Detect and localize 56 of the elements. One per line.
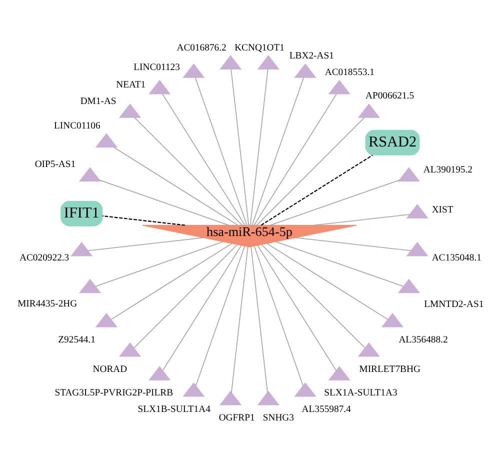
connector [230, 68, 250, 226]
node-label: SLX1B-SULT1A4 [138, 404, 210, 416]
connector [194, 77, 248, 226]
connector [261, 244, 366, 348]
node-label: AC020922.3 [20, 252, 70, 264]
node-label: AC018553.1 [324, 67, 374, 78]
connector [313, 214, 410, 226]
node-label: OIP5-AS1 [34, 159, 76, 170]
connector [275, 241, 404, 287]
connector [257, 245, 337, 371]
node-label: LBX2-AS1 [289, 50, 334, 62]
connector [250, 68, 268, 226]
node-label: AP006621.5 [365, 90, 414, 102]
node-label: LINC01123 [134, 62, 180, 73]
connector [195, 246, 246, 386]
node-label: AC016876.2 [176, 42, 226, 54]
connector [88, 237, 204, 252]
node-label: DM1-AS [80, 96, 116, 108]
connector [162, 94, 246, 226]
node-label: AC135048.1 [432, 252, 482, 264]
connector [113, 146, 238, 226]
node-label: AL390195.2 [423, 164, 473, 176]
node-label: MIR4435-2HG [18, 298, 78, 310]
connector [266, 243, 388, 320]
node-label: AL355987.4 [302, 404, 351, 416]
node-label: Z92544.1 [58, 334, 96, 346]
node-label: SLX1A-SULT1A3 [324, 388, 398, 399]
connector [250, 246, 268, 394]
connector [230, 246, 248, 394]
connector [110, 243, 232, 320]
node-label: NEAT1 [116, 80, 146, 91]
node-label: STAG3L5P-PVRIG2P-PILRB [54, 388, 174, 399]
node-label: AL356488.2 [398, 334, 448, 346]
node-box: IFIT1 [60, 200, 103, 226]
connector [295, 237, 412, 252]
connector [254, 94, 337, 226]
connector [260, 154, 373, 226]
connector [162, 245, 242, 371]
node-label: SNHG3 [262, 412, 294, 424]
connector [99, 180, 230, 226]
connector [134, 244, 238, 348]
node-label: LINC01106 [54, 120, 100, 132]
connector [256, 117, 365, 226]
connector [95, 241, 224, 287]
node-label: MIRLET7BHG [359, 364, 420, 376]
node-label: XIST [432, 204, 454, 216]
node-box: RSAD2 [365, 130, 420, 156]
node-label: LMNTD2-AS1 [424, 299, 484, 310]
connector [270, 180, 400, 226]
connector [254, 246, 304, 386]
node-label: OGFRP1 [218, 412, 255, 424]
node-label: KCNQ1OT1 [234, 42, 284, 54]
node-label: NORAD [92, 364, 128, 376]
connector [102, 215, 186, 226]
connector [252, 77, 304, 226]
connector [134, 117, 243, 226]
